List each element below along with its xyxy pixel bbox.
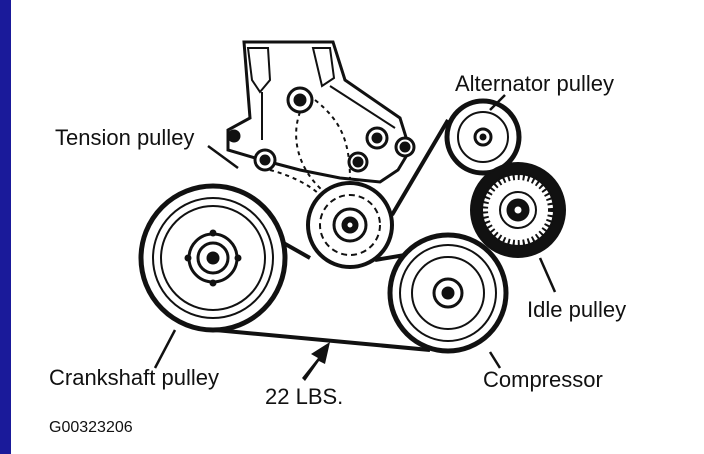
label-tension-pulley: Tension pulley — [55, 125, 194, 150]
label-idle-pulley: Idle pulley — [527, 297, 626, 322]
label-alternator-pulley: Alternator pulley — [455, 71, 614, 96]
compressor-pulley — [387, 232, 509, 354]
force-arrow-icon — [302, 342, 330, 381]
crankshaft-pulley — [138, 183, 288, 333]
label-crankshaft-pulley: Crankshaft pulley — [49, 365, 219, 390]
idle-pulley — [470, 162, 566, 258]
side-bar — [0, 0, 11, 454]
leader-lines — [153, 94, 557, 369]
figure-code: G00323206 — [49, 419, 133, 436]
label-tension-spec: 22 LBS. — [265, 384, 343, 409]
alternator-pulley — [444, 98, 522, 176]
mounting-bracket — [226, 40, 416, 196]
label-compressor: Compressor — [483, 367, 603, 392]
tension-pulley — [306, 181, 394, 269]
